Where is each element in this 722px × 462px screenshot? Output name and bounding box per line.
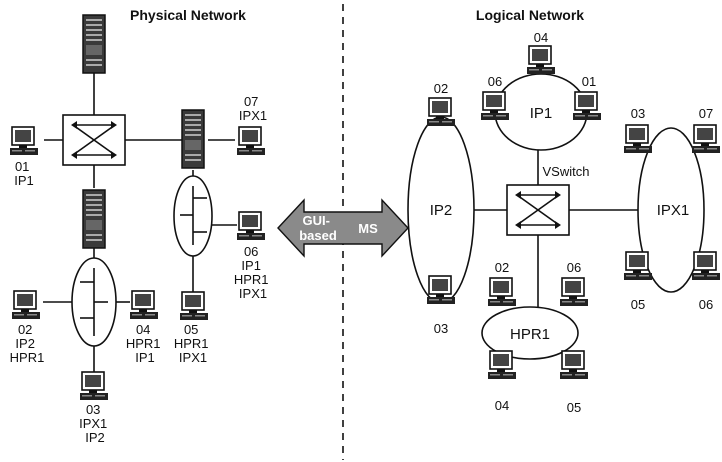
ring-label-ip2: IP2 (430, 202, 453, 219)
transition-left-text: GUI- based (299, 213, 337, 243)
computer-icon (426, 275, 456, 305)
node-label: 07 (699, 106, 713, 121)
computer-icon (623, 124, 653, 154)
logical-network-title: Logical Network (476, 7, 584, 23)
computer-icon (487, 350, 517, 380)
node-label: 02 (495, 260, 509, 275)
node-label: 05 (631, 297, 645, 312)
server-icon (82, 189, 106, 249)
computer-icon (9, 126, 39, 156)
computer-icon (691, 251, 721, 281)
logical-links (474, 150, 638, 307)
computer-icon (623, 251, 653, 281)
node-label-02: 02 IP2 HPR1 (10, 322, 45, 365)
node-label: 04 (534, 30, 548, 45)
computer-icon (426, 97, 456, 127)
physical-switch-icon (62, 114, 126, 166)
transition-right-text: MS (358, 221, 378, 236)
node-label: 06 (699, 297, 713, 312)
ring-ipx1 (637, 127, 705, 293)
node-label-03: 03 IPX1 IP2 (79, 402, 111, 445)
computer-icon (526, 45, 556, 75)
computer-icon (79, 371, 109, 401)
ring-label-ipx1: IPX1 (657, 202, 690, 219)
node-label: 03 (434, 321, 448, 336)
server-icon (82, 14, 106, 74)
computer-icon (559, 350, 589, 380)
ring-label-hpr1: HPR1 (510, 326, 550, 343)
node-label: 04 (495, 398, 509, 413)
node-label: 01 (582, 74, 596, 89)
vswitch-label: VSwitch (543, 164, 590, 179)
transition-arrow: GUI- based MS (277, 198, 409, 258)
node-label-01: 01 IP1 (14, 159, 34, 188)
server-icon (181, 109, 205, 169)
computer-icon (179, 291, 209, 321)
vswitch-icon (506, 184, 570, 236)
computer-icon (11, 290, 41, 320)
node-label-04: 04 HPR1 IP1 (126, 322, 164, 365)
node-label: 02 (434, 81, 448, 96)
computer-icon (480, 91, 510, 121)
physical-network-title: Physical Network (130, 7, 246, 23)
node-label-07: 07 IPX1 (239, 94, 267, 123)
computer-icon (691, 124, 721, 154)
ring-label-ip1: IP1 (530, 105, 553, 122)
ring-hpr1 (481, 306, 579, 360)
computer-icon (236, 211, 266, 241)
node-label: 06 (488, 74, 502, 89)
computer-icon (236, 126, 266, 156)
computer-icon (129, 290, 159, 320)
computer-icon (559, 277, 589, 307)
node-label-06: 06 IP1 HPR1 IPX1 (234, 244, 272, 301)
node-label: 05 (567, 400, 581, 415)
node-label-05: 05 HPR1 IPX1 (174, 322, 212, 365)
computer-icon (487, 277, 517, 307)
node-label: 03 (631, 106, 645, 121)
node-label: 06 (567, 260, 581, 275)
computer-icon (572, 91, 602, 121)
